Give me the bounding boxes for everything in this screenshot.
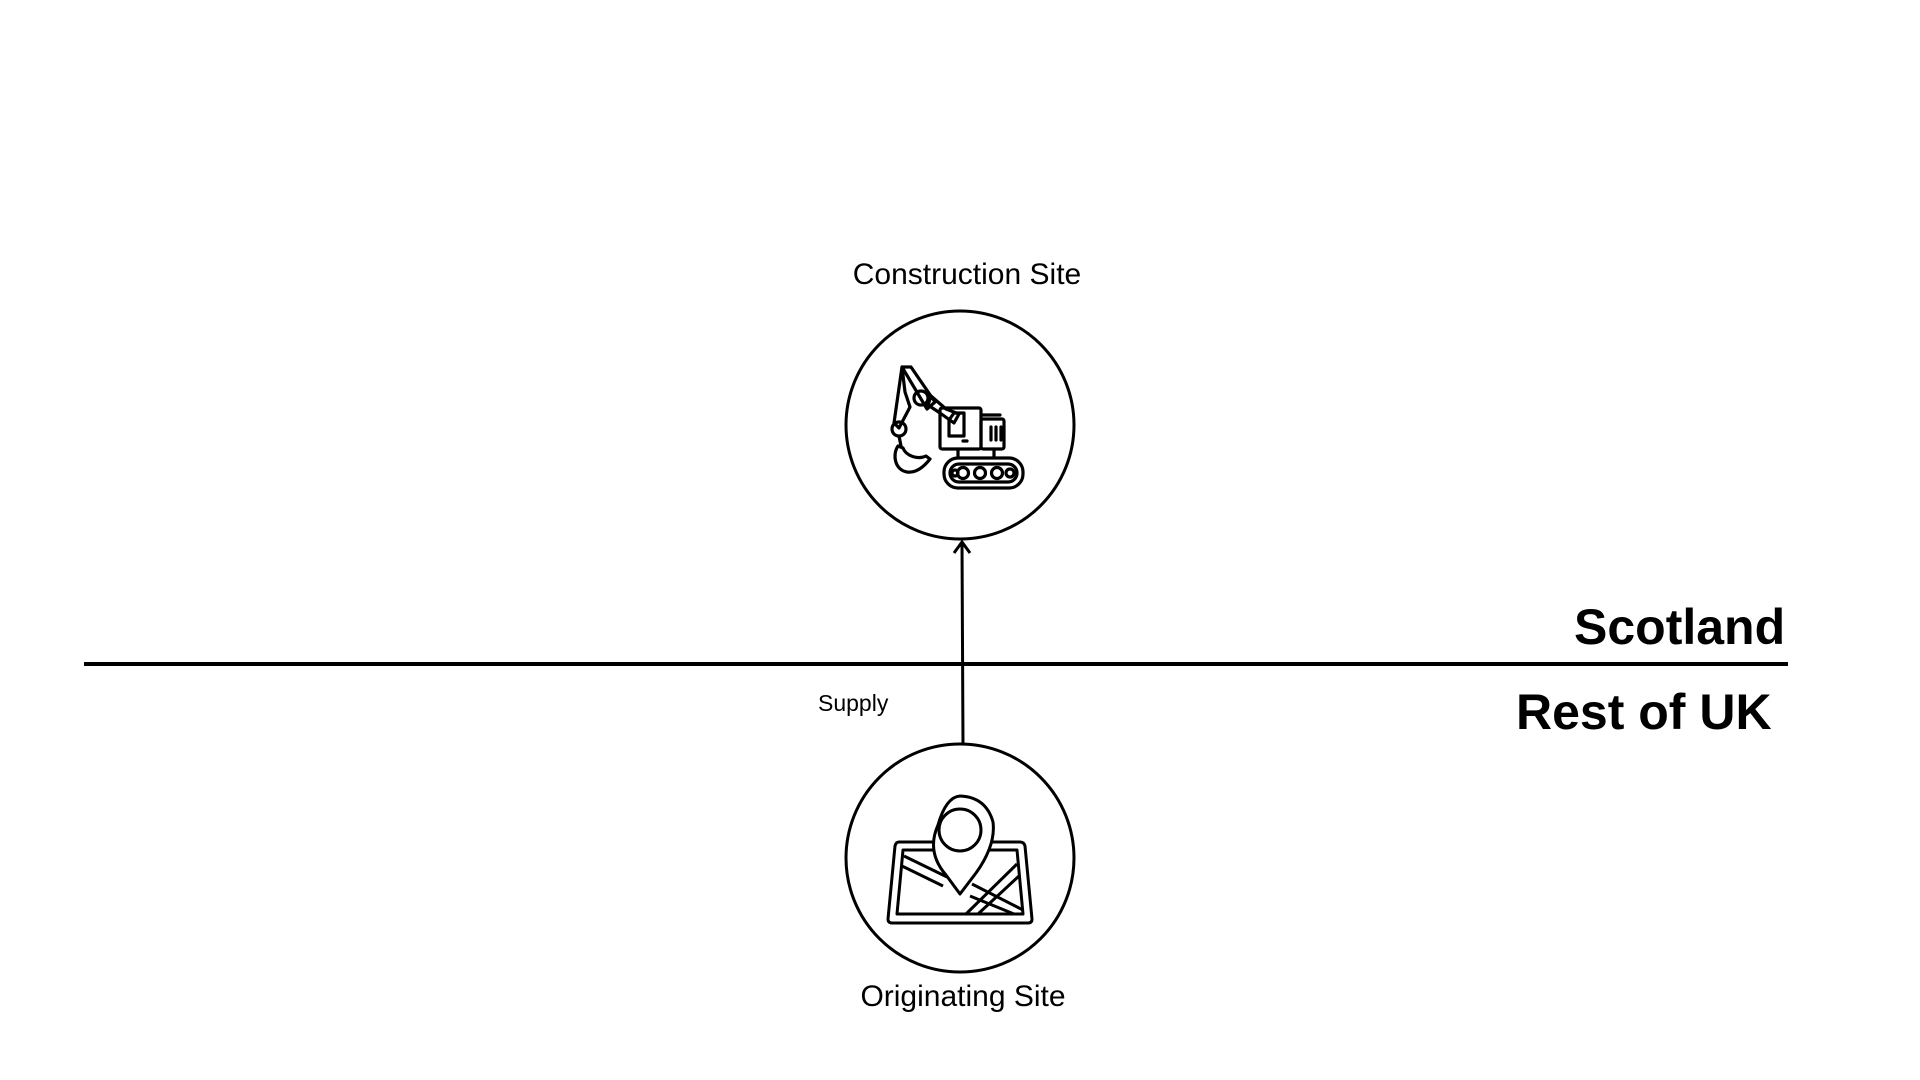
scotland-region-label: Scotland <box>1574 599 1786 655</box>
supply-edge-label: Supply <box>818 690 889 716</box>
construction-site-node <box>844 309 1076 541</box>
supply-arrow <box>952 539 972 746</box>
originating-site-node <box>844 742 1076 974</box>
map-pin-icon <box>886 794 1034 925</box>
rest-of-uk-region-label: Rest of UK <box>1516 684 1772 740</box>
construction-site-label: Construction Site <box>852 258 1082 291</box>
excavator-icon <box>890 365 1025 490</box>
originating-site-label: Originating Site <box>860 980 1066 1013</box>
